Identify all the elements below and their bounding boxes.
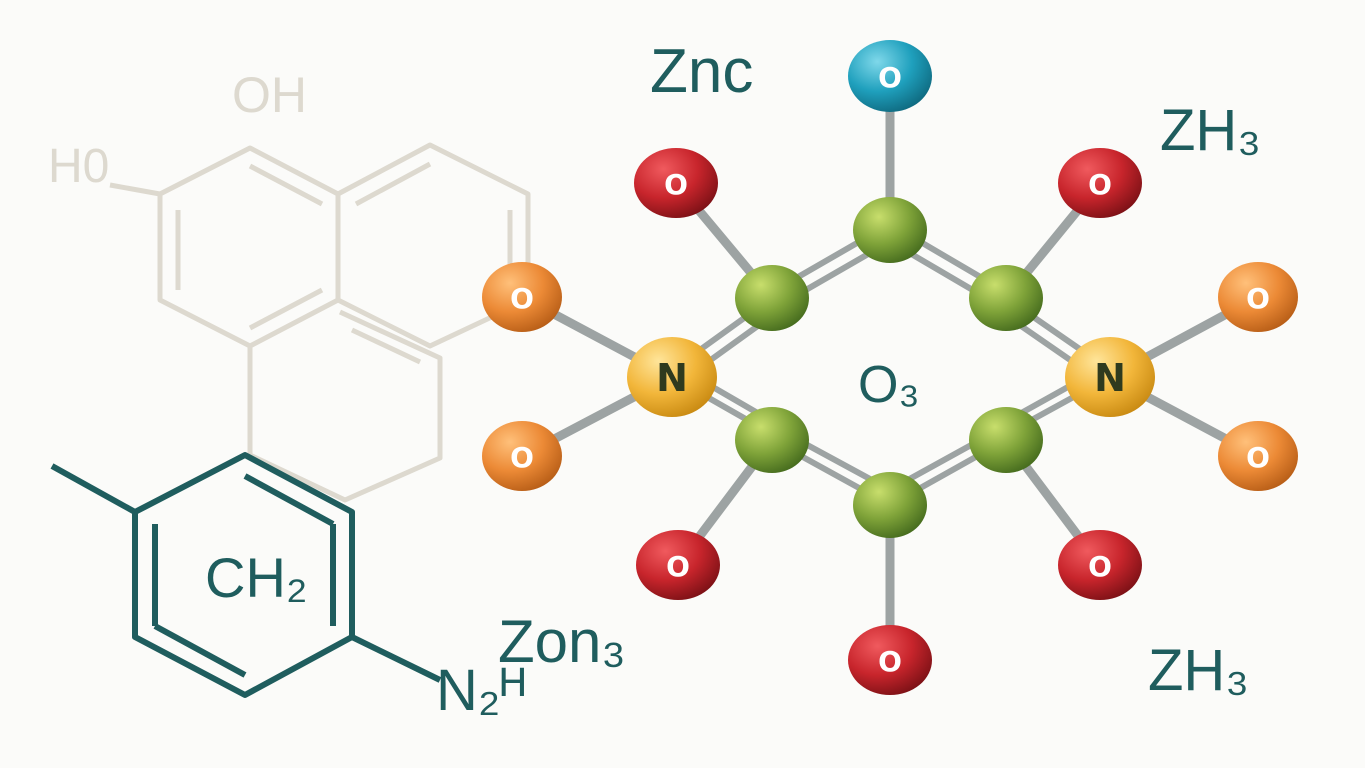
oxygen-atom-red-bottom-right: O <box>1058 530 1142 600</box>
carbon-atom <box>735 407 809 473</box>
oxygen-atom-red-top-left: O <box>634 148 718 218</box>
oxygen-atom-orange-left-top: O <box>482 262 562 332</box>
oxygen-label: O <box>666 550 690 583</box>
faded-h0-label: H0 <box>48 140 109 193</box>
faded-hexagon-left <box>157 145 341 349</box>
nitrogen-atom-right: N <box>1065 337 1155 417</box>
oxygen-label: O <box>1088 168 1112 201</box>
faded-ring-structure <box>109 142 531 503</box>
oxygen-label: O <box>510 282 534 315</box>
znc-label: Znc <box>650 37 753 106</box>
ch2-label: CH₂ <box>205 546 308 609</box>
zh3-bottom-label: ZH₃ <box>1148 638 1249 703</box>
oxygen-label: O <box>510 441 534 474</box>
oxygen-label: O <box>878 61 902 94</box>
oxygen-label: O <box>664 168 688 201</box>
oxygen-label: O <box>1088 550 1112 583</box>
nitrogen-atom-left: N <box>627 337 717 417</box>
carbon-atom <box>853 472 927 538</box>
oxygen-atom-red-bottom: O <box>848 625 932 695</box>
oxygen-atom-orange-left-bottom: O <box>482 421 562 491</box>
teal-benzene-ring <box>50 452 442 698</box>
oxygen-label: O <box>878 645 902 678</box>
teal-amine-bond <box>350 634 442 683</box>
carbon-atoms <box>735 197 1043 538</box>
oxygen-atom-red-top-right: O <box>1058 148 1142 218</box>
zh3-top-label: ZH₃ <box>1160 98 1261 163</box>
carbon-atom <box>969 407 1043 473</box>
zon3-label: Zon₃ <box>498 608 626 675</box>
oxygen-atom-blue-top: O <box>848 40 932 112</box>
oxygen-label: O <box>1246 441 1270 474</box>
oxygen-atom-orange-right-top: O <box>1218 262 1298 332</box>
faded-oh-label: OH <box>232 67 307 123</box>
carbon-atom <box>969 265 1043 331</box>
faded-lower-ring <box>248 309 443 503</box>
o3-center-label: O₃ <box>858 356 920 414</box>
nitrogen-label: N <box>1094 356 1126 400</box>
n2h-label: N₂ᴴ <box>436 658 525 723</box>
oxygen-label: O <box>1246 282 1270 315</box>
oxygen-atom-red-bottom-left: O <box>636 530 720 600</box>
carbon-atom <box>853 197 927 263</box>
carbon-atom <box>735 265 809 331</box>
teal-methyl-bond <box>50 463 137 515</box>
nitrogen-label: N <box>656 356 688 400</box>
oxygen-atom-orange-right-bottom: O <box>1218 421 1298 491</box>
